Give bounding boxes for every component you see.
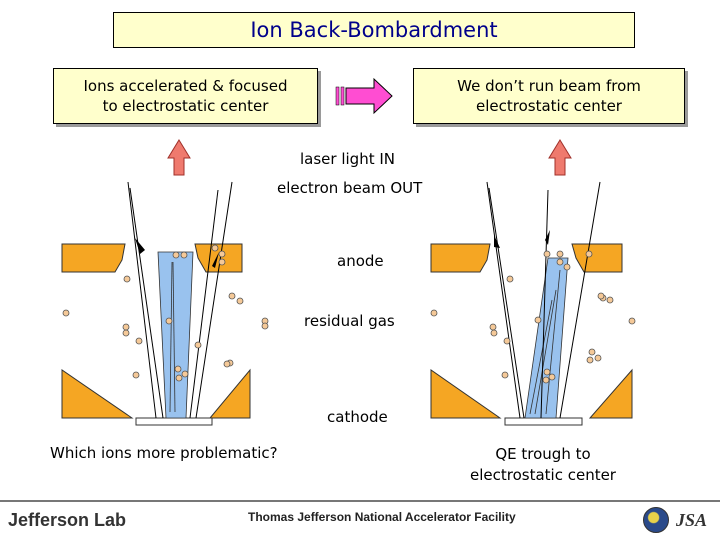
left-laser-line — [129, 187, 164, 419]
qe-trough-line1: QE trough to — [495, 445, 591, 463]
footer-divider — [0, 500, 720, 502]
facility-name: Thomas Jefferson National Accelerator Fa… — [248, 510, 516, 524]
left-cathode-plate — [135, 417, 213, 426]
right-gun — [430, 139, 636, 426]
qe-trough-label: QE trough to electrostatic center — [458, 444, 628, 486]
gun-diagrams — [61, 77, 636, 426]
left-electron-line — [127, 181, 157, 419]
right-anode-right — [571, 243, 623, 273]
offset-beam-box: We don’t run beam from electrostatic cen… — [413, 68, 685, 124]
left-arrow-up-icon — [167, 139, 191, 176]
left-cathode-electrode-left — [61, 369, 134, 419]
right-ion-beam — [524, 257, 569, 419]
qe-trough-line2: electrostatic center — [470, 466, 616, 484]
left-electron-line — [195, 181, 233, 419]
left-anode-left — [61, 243, 126, 273]
electron-beam-label: electron beam OUT — [277, 179, 423, 197]
left-gun — [61, 139, 269, 426]
focused-ions-line2: to electrostatic center — [102, 97, 269, 115]
doe-seal-icon — [643, 507, 669, 533]
right-electron-line — [559, 181, 601, 419]
right-cathode-electrode-left — [430, 369, 502, 419]
right-laser-line — [488, 187, 525, 419]
offset-beam-line2: electrostatic center — [476, 97, 622, 115]
offset-beam-line1: We don’t run beam from — [457, 77, 641, 95]
residual-gas-label: residual gas — [304, 312, 395, 330]
left-laser-arrowhead — [135, 238, 145, 254]
jefferson-lab-logo: Jefferson Lab — [8, 510, 127, 530]
anode-label: anode — [337, 252, 384, 270]
left-cathode-electrode-right — [208, 368, 251, 419]
right-cathode-plate — [504, 417, 583, 426]
cathode-label: cathode — [327, 408, 388, 426]
question-label: Which ions more problematic? — [50, 444, 278, 462]
left-laser-line — [189, 189, 219, 419]
right-arrow-up-icon — [548, 139, 572, 176]
left-ion-beam — [157, 251, 194, 419]
transition-arrow-icon — [335, 77, 393, 115]
right-electron-line — [486, 181, 521, 419]
right-laser-line — [540, 189, 549, 419]
left-anode-right — [194, 243, 243, 273]
right-anode-left — [430, 243, 491, 273]
right-laser-arrowhead — [494, 235, 500, 248]
focused-ions-box: Ions accelerated & focused to electrosta… — [53, 68, 318, 124]
jsa-logo-icon: JSA — [676, 510, 708, 530]
right-cathode-electrode-right — [588, 368, 633, 419]
laser-label: laser light IN — [300, 150, 395, 168]
slide-title: Ion Back-Bombardment — [113, 12, 635, 48]
focused-ions-line1: Ions accelerated & focused — [83, 77, 288, 95]
